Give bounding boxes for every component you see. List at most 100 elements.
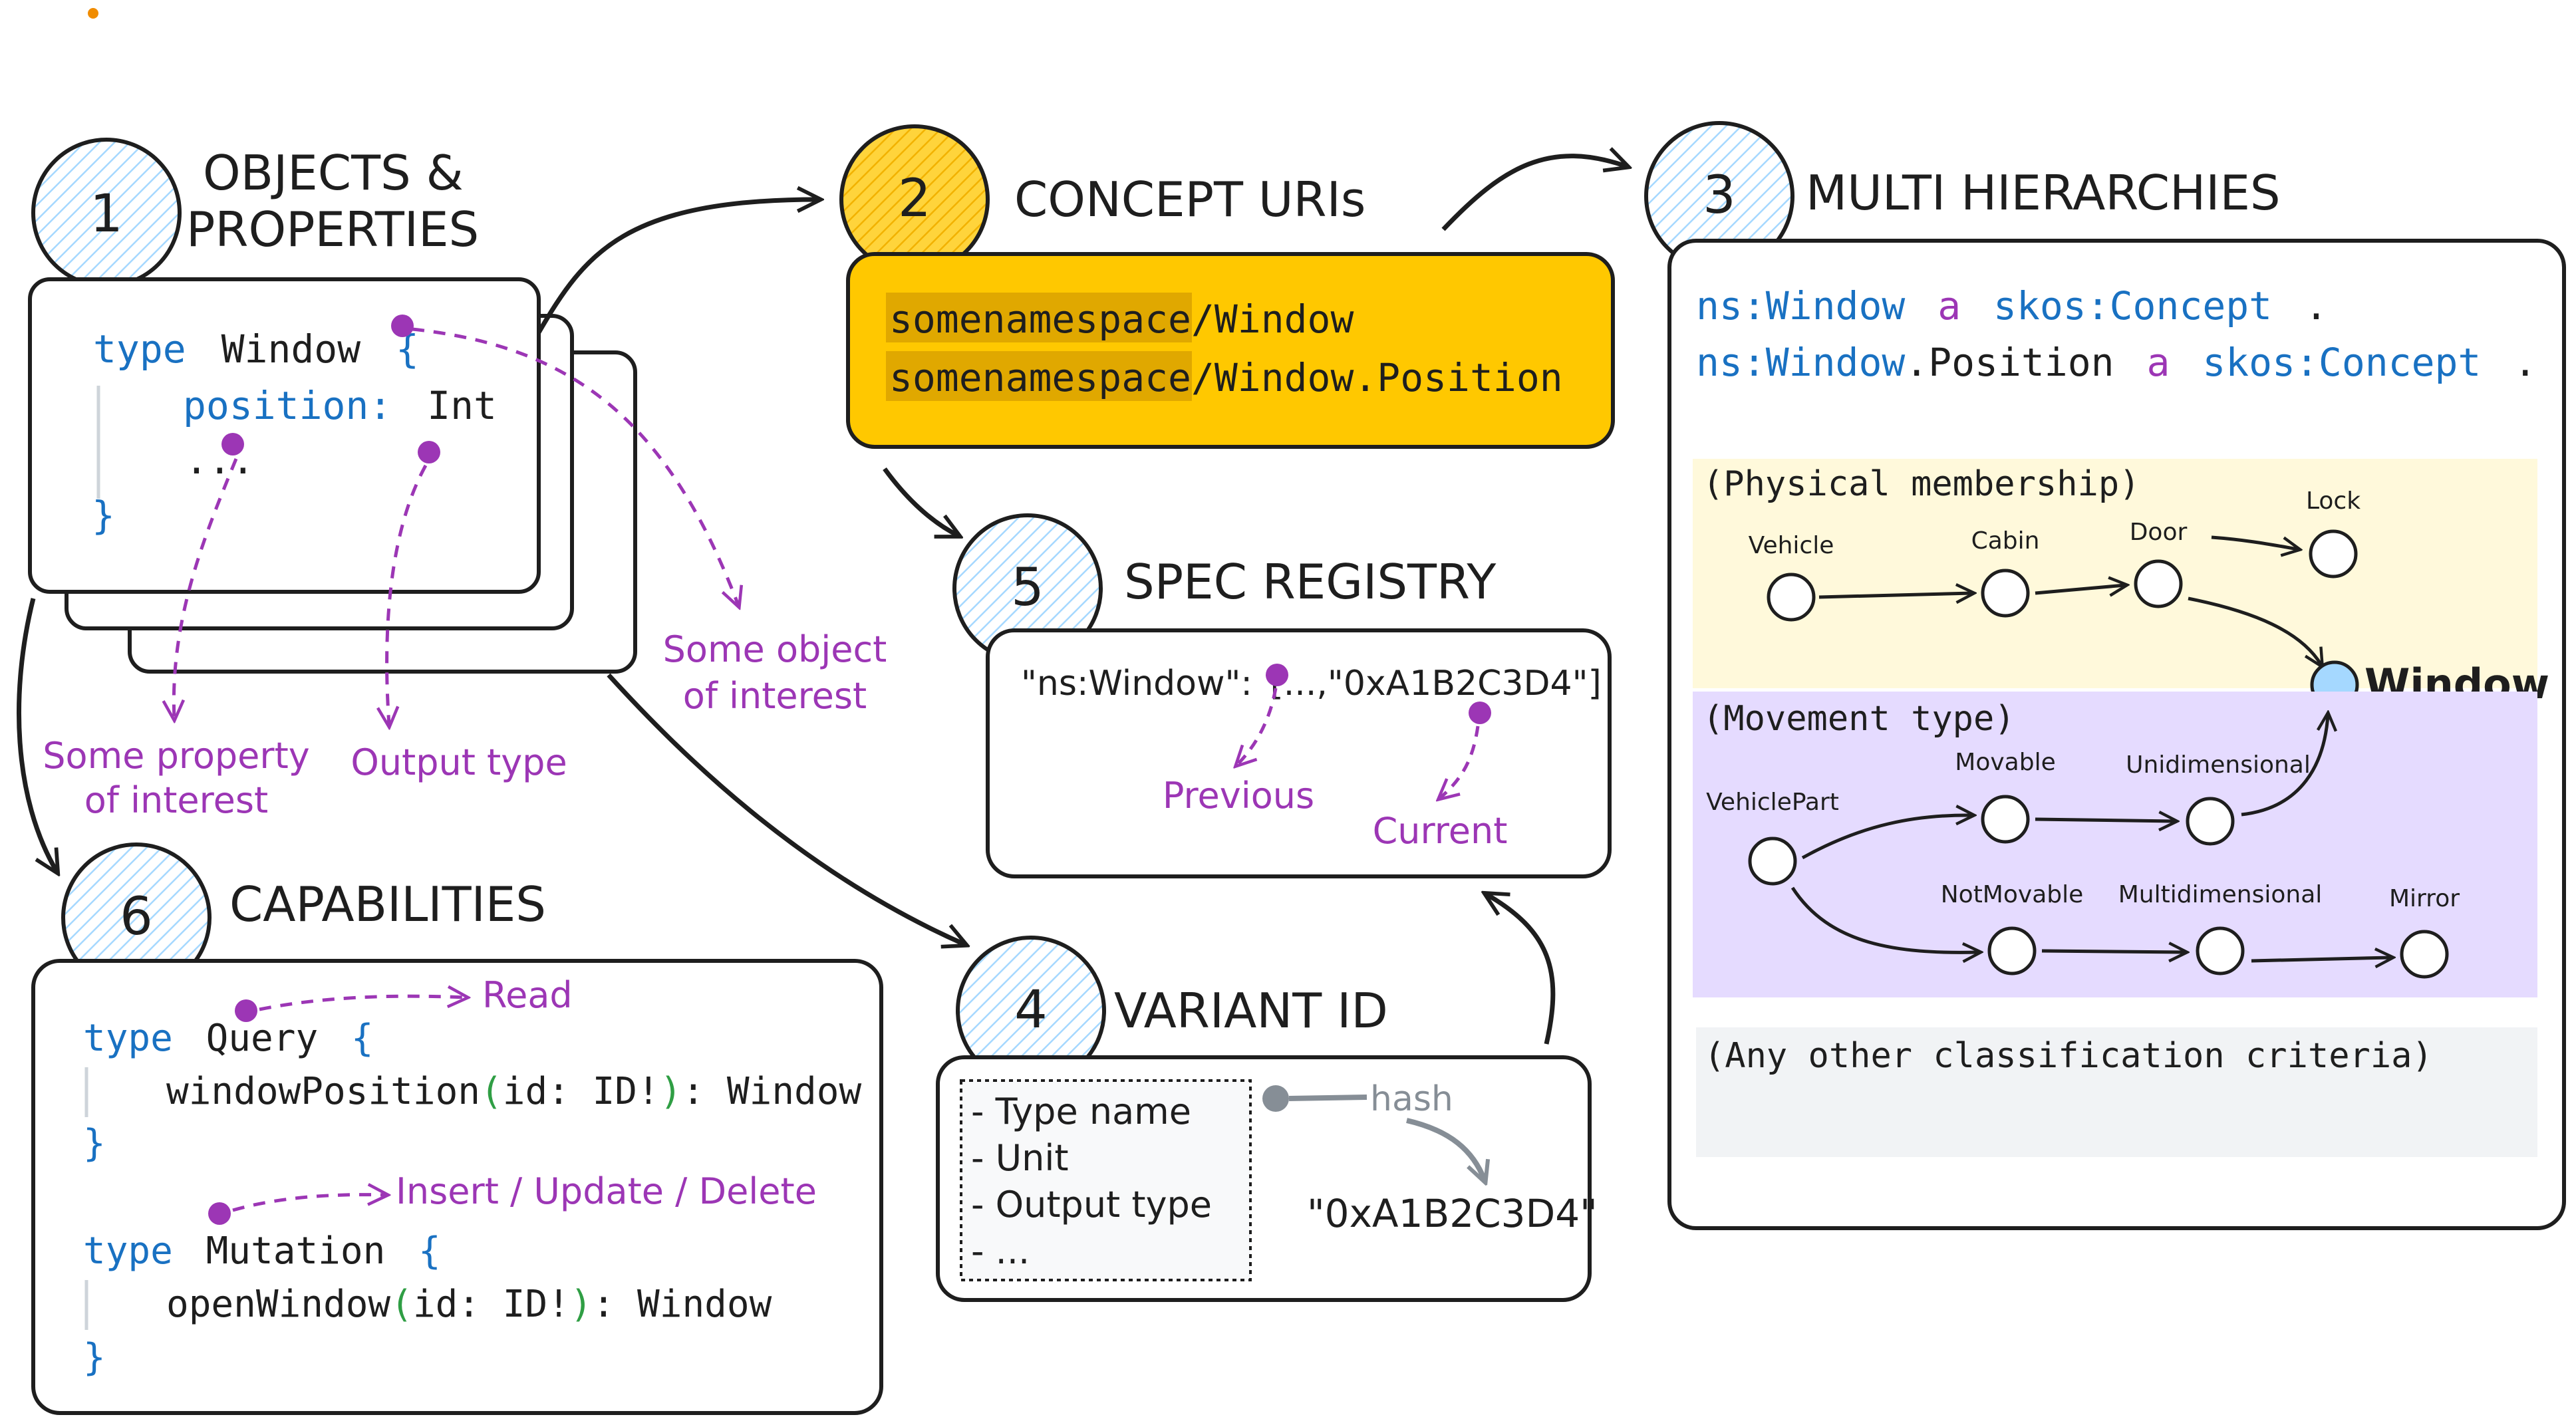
section-variant-id: 4 VARIANT ID - Type name - Unit - Output…: [936, 936, 1598, 1302]
node-door: [2134, 559, 2183, 608]
node-label-cabin: Cabin: [1971, 527, 2040, 555]
section-3-title: MULTI HIERARCHIES: [1806, 165, 2281, 221]
variant-input-unit: - Unit: [971, 1137, 1069, 1179]
node-vehiclepart: [1748, 837, 1797, 886]
spec-registry-card: [986, 628, 1612, 878]
object-type-declaration: type Window {: [93, 326, 419, 372]
node-label-unidimensional: Unidimensional: [2126, 751, 2311, 779]
label-previous: Previous: [1163, 775, 1314, 817]
arrow-objects-to-variant-id: [607, 673, 964, 944]
label-read: Read: [482, 974, 573, 1016]
section-2-title: CONCEPT URIs: [1014, 172, 1365, 227]
edge-door-lock: [2211, 535, 2298, 549]
mutation-type-declaration: type Mutation {: [83, 1230, 441, 1273]
variant-input-more: - ...: [971, 1230, 1030, 1272]
edge-cabin-door: [2035, 585, 2125, 593]
hash-label: hash: [1370, 1079, 1453, 1119]
query-field-window-position: windowPosition(id: ID!): Window: [166, 1070, 861, 1113]
object-card-front: [28, 277, 541, 594]
physical-membership-label: (Physical membership): [1703, 464, 2140, 504]
movement-type-panel: [1693, 692, 2537, 997]
skos-triple-window-position: ns:Window.Position a skos:Concept .: [1696, 340, 2537, 385]
hash-value: "0xA1B2C3D4": [1307, 1191, 1598, 1236]
section-1-number: 1: [90, 184, 123, 244]
node-label-movable: Movable: [1955, 749, 2055, 776]
label-insert-update-delete: Insert / Update / Delete: [396, 1170, 817, 1212]
node-vehicle: [1767, 573, 1816, 622]
section-6-title: CAPABILITIES: [229, 876, 546, 932]
read-annotation-dot: [235, 999, 257, 1022]
current-annotation-arrow: [1440, 725, 1480, 798]
section-6-number: 6: [120, 887, 153, 947]
variant-input-output-type: - Output type: [971, 1184, 1212, 1226]
section-5-title: SPEC REGISTRY: [1124, 554, 1497, 610]
section-1-title-line2: PROPERTIES: [186, 201, 479, 257]
other-criteria-panel: [1696, 1027, 2537, 1157]
node-mirror: [2400, 930, 2449, 979]
node-label-vehiclepart: VehiclePart: [1706, 789, 1839, 816]
edge-vehicle-cabin: [1818, 593, 1972, 597]
section-concept-uris: 2 CONCEPT URIs somenamespace/Window some…: [839, 124, 1615, 449]
variant-input-type-name: - Type name: [971, 1091, 1191, 1132]
concept-uri-window-position: somenamespace/Window.Position: [889, 355, 1563, 400]
movement-type-label: (Movement type): [1703, 699, 2015, 739]
query-close-brace: }: [83, 1122, 106, 1165]
edge-unidimensional-window: [2241, 715, 2328, 817]
previous-annotation-dot: [1266, 664, 1288, 686]
previous-annotation-arrow: [1237, 688, 1278, 765]
section-objects-properties: 1 OBJECTS & PROPERTIES type Window { pos…: [28, 138, 887, 821]
registry-entry: "ns:Window": [...,"0xA1B2C3D4"]: [1021, 664, 1602, 704]
property-annotation-dot: [221, 433, 244, 455]
mutation-field-open-window: openWindow(id: ID!): Window: [166, 1283, 772, 1326]
edge-multidimensional-mirror: [2251, 958, 2391, 961]
hash-line: [1288, 1095, 1367, 1101]
object-annotation-dot: [391, 315, 414, 337]
concept-uri-window: somenamespace/Window: [889, 297, 1354, 342]
arrow-concept-uris-to-hierarchies: [1441, 156, 1626, 231]
section-1-title-line1: OBJECTS &: [203, 145, 464, 201]
object-close-brace: }: [92, 493, 115, 538]
section-4-number: 4: [1014, 980, 1048, 1040]
node-cabin: [1981, 569, 2030, 618]
output-annotation-dot: [418, 441, 440, 463]
namespace-highlight-2: [886, 351, 1192, 401]
physical-membership-panel: [1693, 459, 2537, 688]
label-current: Current: [1373, 810, 1508, 852]
mutation-close-brace: }: [83, 1336, 106, 1379]
read-annotation-arrow: [259, 996, 466, 1011]
node-notmovable: [1987, 926, 2037, 975]
node-label-door: Door: [2130, 519, 2188, 546]
namespace-highlight-1: [886, 293, 1192, 342]
edge-movable-unidimensional: [2035, 819, 2175, 821]
edge-door-window: [2188, 596, 2321, 665]
node-label-multidimensional: Multidimensional: [2118, 881, 2323, 908]
edge-vehiclepart-notmovable: [1790, 886, 1979, 952]
skos-triple-window: ns:Window a skos:Concept .: [1696, 283, 2328, 328]
label-object-of-interest-1: Some object: [663, 628, 887, 670]
node-label-vehicle: Vehicle: [1749, 532, 1834, 559]
object-annotation-arrow: [412, 327, 738, 605]
property-annotation-arrow: [174, 458, 238, 718]
label-output-type: Output type: [351, 741, 567, 783]
arrow-concept-uris-to-spec-registry: [883, 467, 958, 535]
section-spec-registry: 5 SPEC REGISTRY "ns:Window": [...,"0xA1B…: [952, 513, 1612, 878]
section-3-number: 3: [1703, 166, 1736, 225]
hash-arrow: [1406, 1118, 1485, 1180]
arrow-objects-to-concept-uris: [536, 199, 818, 334]
object-field-ellipsis: ...: [185, 438, 255, 483]
variant-inputs-box: [960, 1079, 1252, 1281]
label-property-of-interest-1: Some property: [43, 735, 309, 777]
node-lock: [2309, 529, 2358, 579]
node-label-mirror: Mirror: [2389, 885, 2460, 912]
section-multi-hierarchies: 3 MULTI HIERARCHIES ns:Window a skos:Con…: [1644, 121, 2566, 1230]
flow-arrows: [17, 156, 1626, 1045]
node-movable: [1981, 795, 2030, 844]
edge-notmovable-multidimensional: [2041, 951, 2185, 952]
node-multidimensional: [2196, 926, 2245, 975]
node-label-lock: Lock: [2306, 487, 2361, 515]
other-criteria-label: (Any other classification criteria): [1704, 1036, 2433, 1076]
object-field-position: position: Int: [183, 383, 497, 428]
write-annotation-dot: [208, 1202, 231, 1225]
